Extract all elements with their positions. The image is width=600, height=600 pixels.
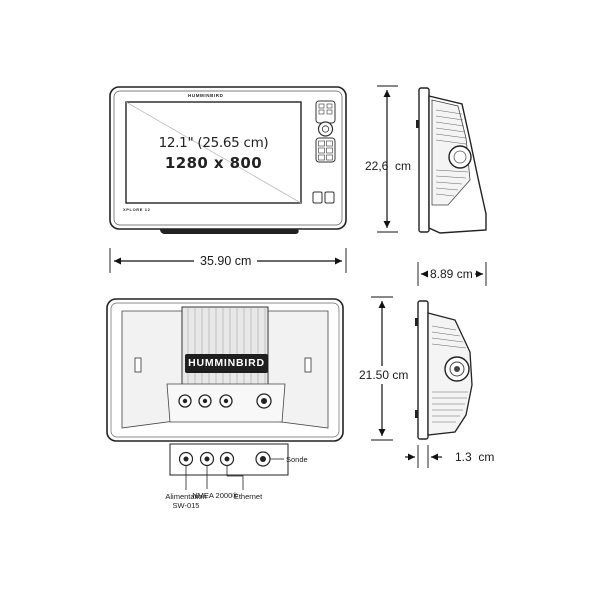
dimension-thickness: 1.3 cm <box>455 450 495 464</box>
sonar-connector-label: Sonde <box>286 455 308 464</box>
back-connectors <box>178 393 272 409</box>
back-brand-plate <box>185 354 268 373</box>
front-model: XPLORE 12 <box>123 207 151 212</box>
keypad <box>312 100 336 204</box>
dimension-height-front: 22,6 cm <box>365 159 412 173</box>
power-connector-label: Alimentation SW-015 <box>165 492 207 510</box>
dimension-width: 35.90 cm <box>194 254 258 268</box>
mount-knob <box>448 145 472 169</box>
front-view <box>109 86 347 234</box>
connector-detail <box>169 443 289 490</box>
ethernet-connector-label: Ethernet <box>233 492 263 501</box>
dimension-height-back: 21.50 cm <box>359 366 409 384</box>
screen-size-label: 12.1" (25.65 cm) <box>158 135 269 151</box>
front-side-view <box>416 87 487 234</box>
resolution-label: 1280 x 800 <box>164 154 263 172</box>
back-brand: HUMMINBIRD <box>188 357 265 369</box>
back-view <box>106 298 344 442</box>
front-brand: HUMMINBIRD <box>188 93 224 98</box>
back-side-view <box>415 300 473 440</box>
nmea-connector-label: NMEA 2000® <box>192 491 238 500</box>
dimension-depth: 8.89 cm <box>428 267 475 281</box>
